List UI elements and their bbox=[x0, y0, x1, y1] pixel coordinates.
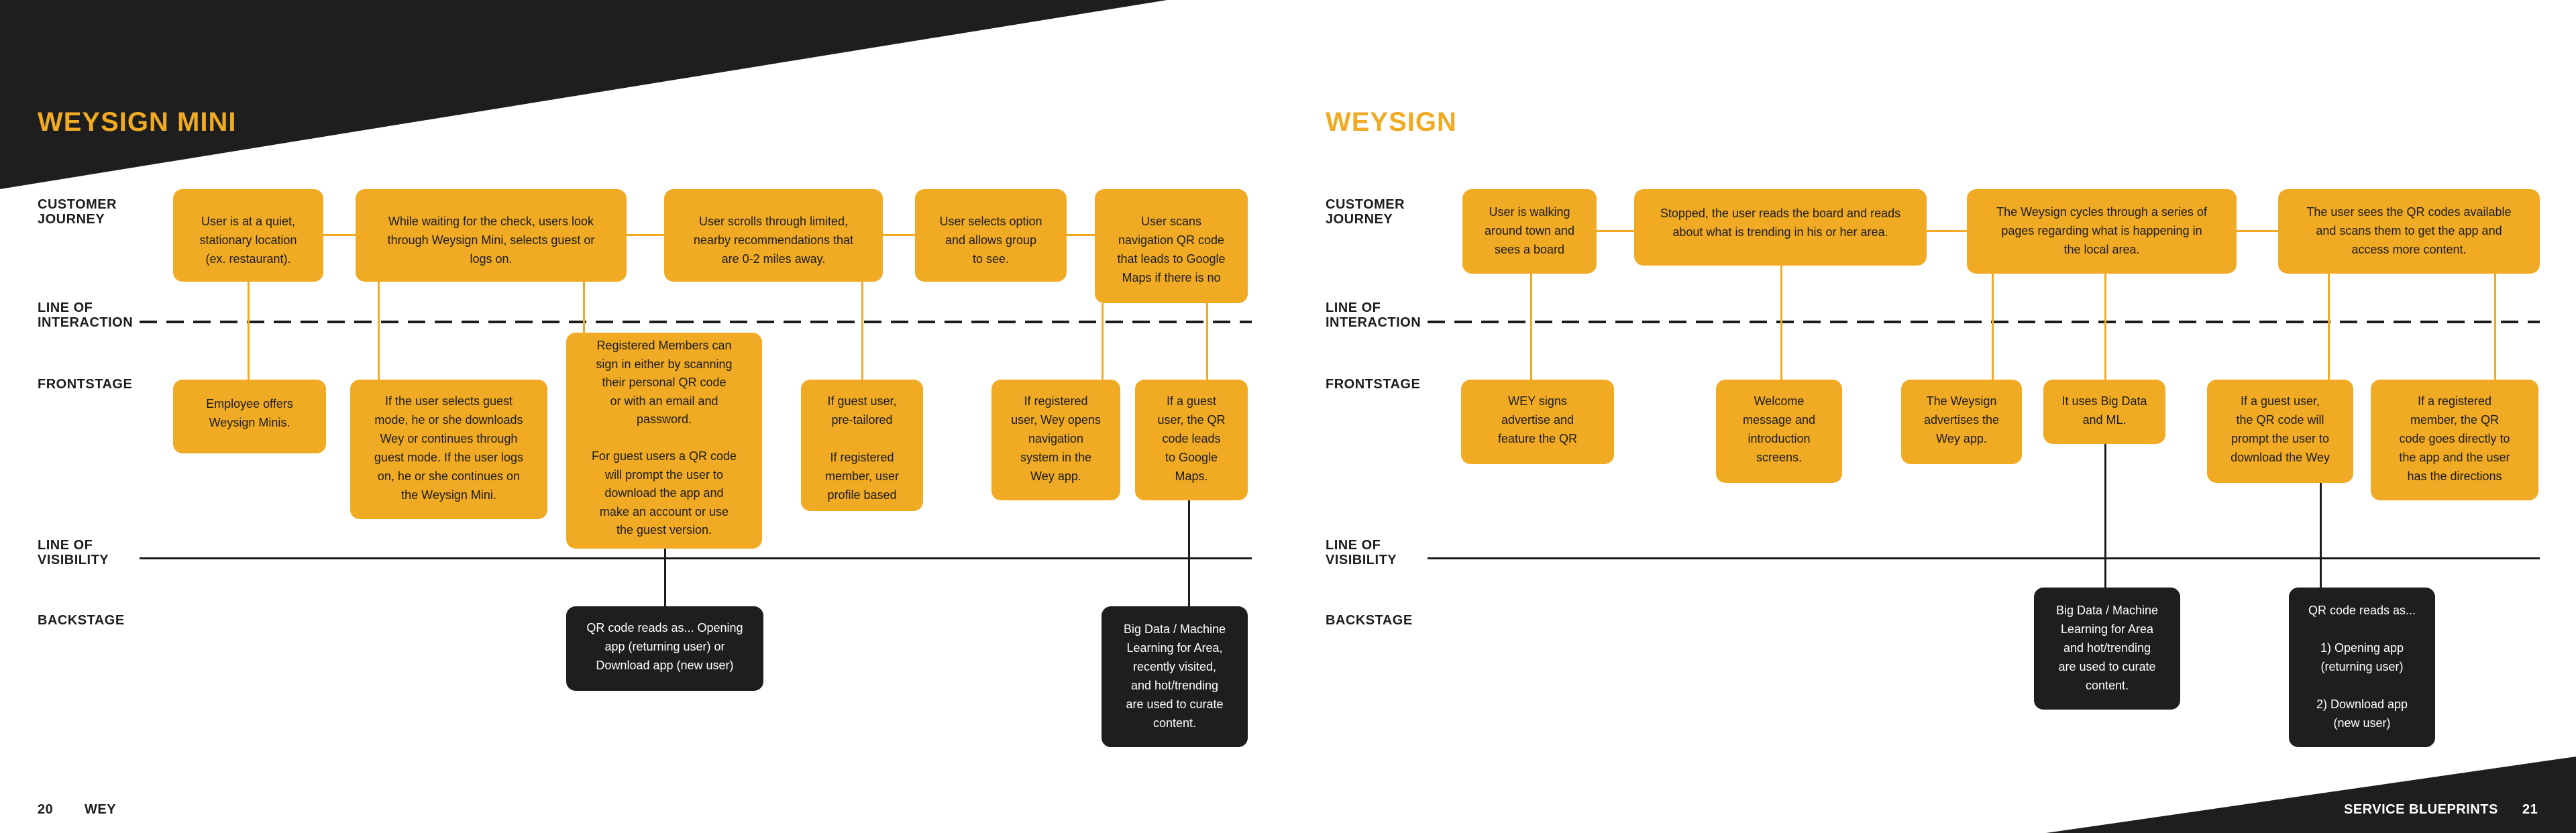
right-section-title: SERVICE BLUEPRINTS bbox=[2344, 802, 2498, 817]
left-frontstage-5: If registered user, Wey opens navigation… bbox=[991, 380, 1120, 500]
bottom-right-triangle bbox=[2046, 757, 2576, 833]
left-journey-connector bbox=[1067, 234, 1095, 236]
left-frontstage-3: Registered Members can sign in either by… bbox=[566, 333, 762, 549]
right-line-of-interaction bbox=[1428, 321, 2540, 323]
left-frontstage-2: If the user selects guest mode, he or sh… bbox=[350, 380, 547, 519]
left-label-frontstage: FRONTSTAGE bbox=[38, 377, 133, 392]
right-journey-step-3: The Weysign cycles through a series of p… bbox=[1967, 189, 2237, 274]
left-label-line-of-interaction: LINE OF INTERACTION bbox=[38, 300, 133, 330]
right-label-customer-journey: CUSTOMER JOURNEY bbox=[1326, 197, 1405, 227]
right-backstage-connector bbox=[2104, 444, 2106, 588]
left-label-line-of-visibility: LINE OF VISIBILITY bbox=[38, 538, 109, 567]
right-label-line-of-interaction: LINE OF INTERACTION bbox=[1326, 300, 1421, 330]
right-frontstage-4: It uses Big Data and ML. bbox=[2043, 380, 2165, 444]
left-connector bbox=[861, 282, 863, 380]
left-backstage-connector bbox=[664, 549, 666, 606]
right-connector bbox=[1992, 274, 1994, 380]
right-backstage-connector bbox=[2320, 483, 2322, 588]
left-journey-step-2: While waiting for the check, users look … bbox=[356, 189, 627, 282]
right-page-number: 21 bbox=[2522, 802, 2538, 817]
left-journey-connector bbox=[627, 234, 664, 236]
right-journey-step-4: The user sees the QR codes available and… bbox=[2278, 189, 2540, 274]
right-journey-step-1: User is walking around town and sees a b… bbox=[1462, 189, 1597, 274]
right-journey-step-2: Stopped, the user reads the board and re… bbox=[1634, 189, 1927, 266]
left-journey-step-3: User scrolls through limited, nearby rec… bbox=[664, 189, 883, 282]
left-line-of-interaction bbox=[140, 321, 1252, 323]
left-journey-step-1: User is at a quiet, stationary location … bbox=[173, 189, 323, 282]
left-frontstage-1: Employee offers Weysign Minis. bbox=[173, 380, 326, 453]
left-journey-step-4: User selects option and allows group to … bbox=[915, 189, 1067, 282]
right-frontstage-2: Welcome message and introduction screens… bbox=[1716, 380, 1842, 483]
left-connector bbox=[1206, 303, 1208, 380]
left-connector bbox=[378, 282, 380, 380]
top-left-triangle bbox=[0, 0, 1167, 189]
right-backstage-2: QR code reads as... 1) Opening app (retu… bbox=[2289, 588, 2435, 747]
left-connector bbox=[1102, 303, 1104, 380]
left-journey-connector bbox=[323, 234, 356, 236]
left-journey-step-5: User scans navigation QR code that leads… bbox=[1095, 189, 1248, 303]
left-journey-connector bbox=[883, 234, 915, 236]
right-connector bbox=[2104, 274, 2106, 380]
right-label-backstage: BACKSTAGE bbox=[1326, 613, 1413, 628]
left-frontstage-4: If guest user, pre-tailored If registere… bbox=[801, 380, 923, 511]
left-label-backstage: BACKSTAGE bbox=[38, 613, 125, 628]
left-page-number: 20 bbox=[38, 802, 54, 817]
right-label-line-of-visibility: LINE OF VISIBILITY bbox=[1326, 538, 1397, 567]
left-backstage-1: QR code reads as... Opening app (returni… bbox=[566, 606, 763, 691]
left-line-of-visibility bbox=[140, 557, 1252, 559]
right-connector bbox=[2494, 274, 2496, 380]
right-journey-connector bbox=[2237, 230, 2278, 232]
right-journey-connector bbox=[1597, 230, 1634, 232]
left-label-customer-journey: CUSTOMER JOURNEY bbox=[38, 197, 117, 227]
right-frontstage-3: The Weysign advertises the Wey app. bbox=[1901, 380, 2022, 464]
left-page-title: WEYSIGN MINI bbox=[38, 107, 237, 137]
right-frontstage-6: If a registered member, the QR code goes… bbox=[2371, 380, 2538, 500]
left-connector bbox=[583, 282, 585, 333]
right-frontstage-1: WEY signs advertise and feature the QR bbox=[1461, 380, 1614, 464]
right-journey-connector bbox=[1927, 230, 1967, 232]
right-frontstage-5: If a guest user, the QR code will prompt… bbox=[2207, 380, 2353, 483]
right-label-frontstage: FRONTSTAGE bbox=[1326, 377, 1421, 392]
right-line-of-visibility bbox=[1428, 557, 2540, 559]
left-backstage-2: Big Data / Machine Learning for Area, re… bbox=[1102, 606, 1248, 747]
left-frontstage-6: If a guest user, the QR code leads to Go… bbox=[1135, 380, 1248, 500]
right-backstage-1: Big Data / Machine Learning for Area and… bbox=[2034, 588, 2180, 710]
left-brand: WEY bbox=[85, 802, 117, 817]
left-connector bbox=[248, 282, 250, 380]
right-connector bbox=[1780, 266, 1782, 380]
right-connector bbox=[1530, 274, 1532, 380]
left-backstage-connector bbox=[1188, 500, 1190, 606]
right-connector bbox=[2328, 274, 2330, 380]
right-page-title: WEYSIGN bbox=[1326, 107, 1457, 137]
